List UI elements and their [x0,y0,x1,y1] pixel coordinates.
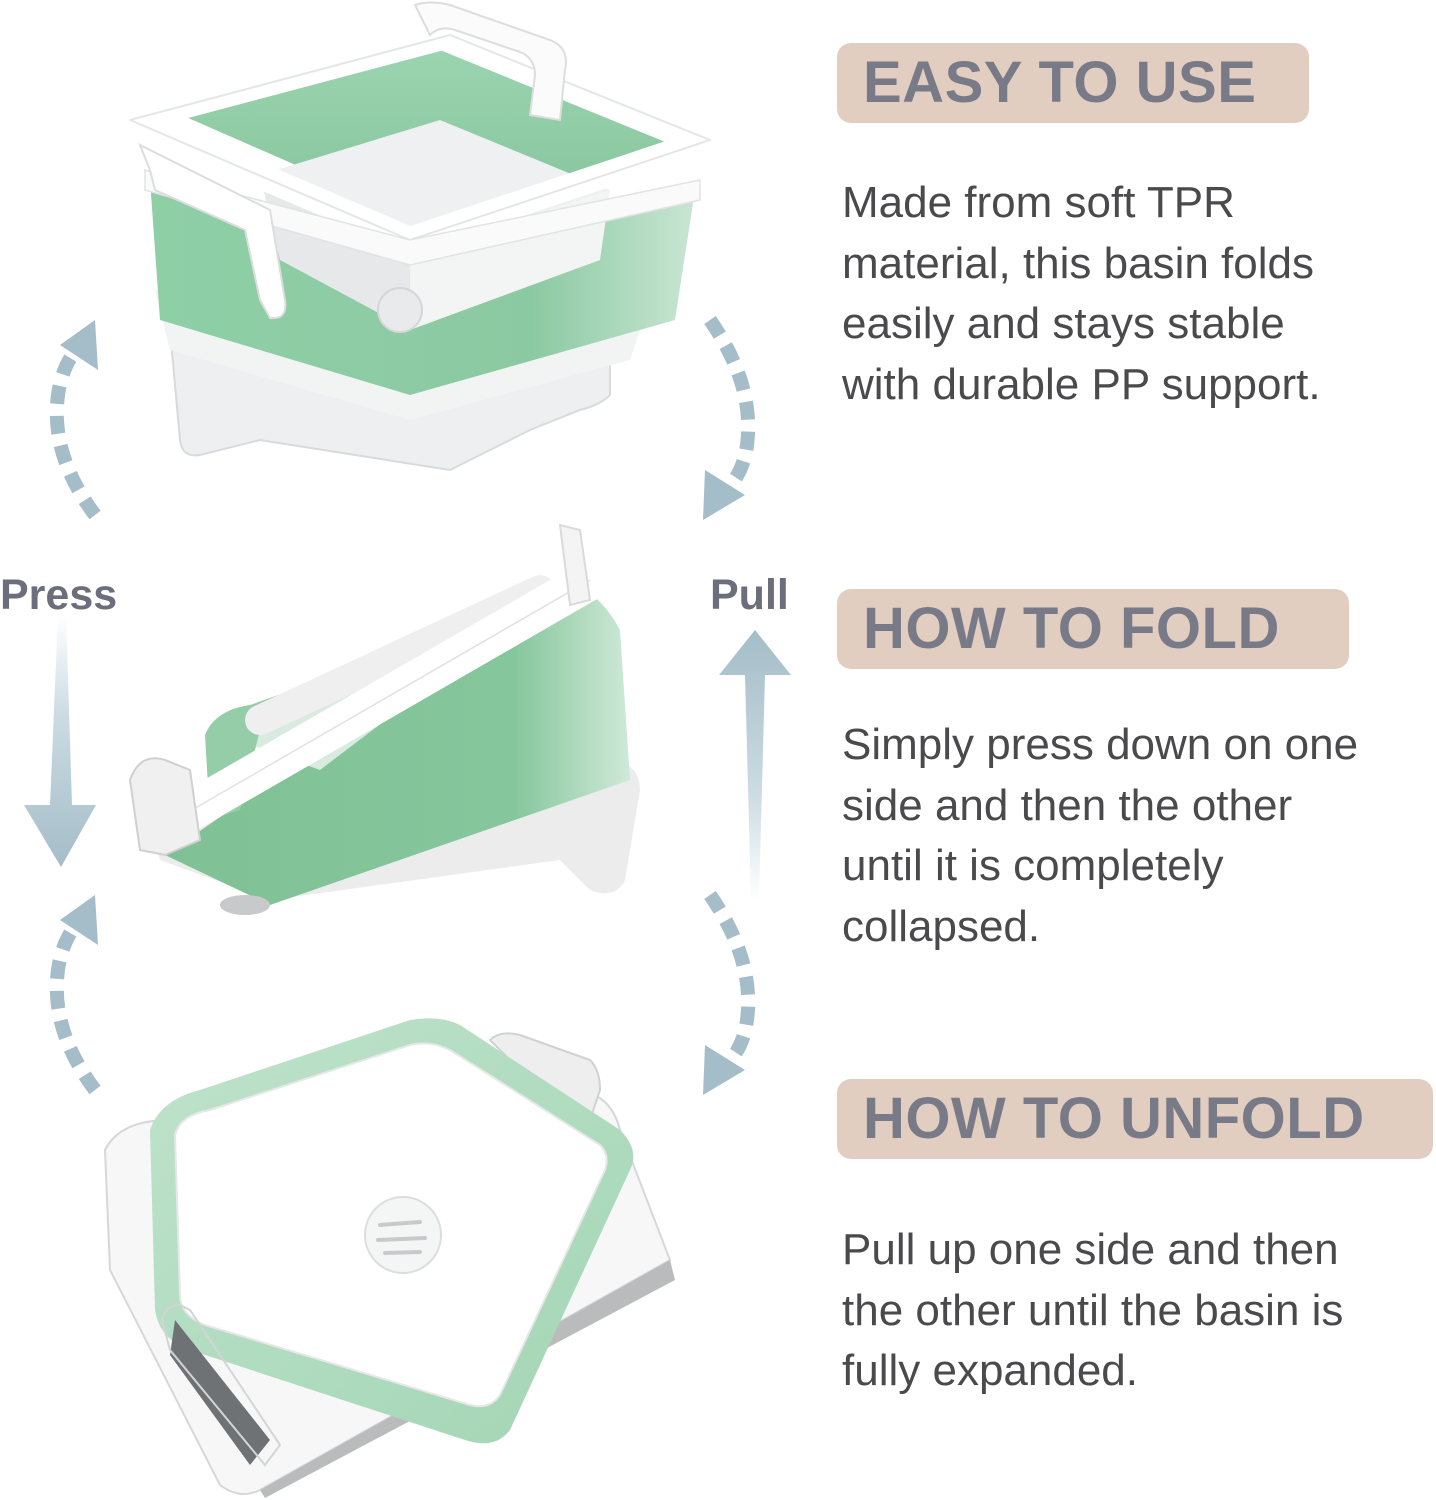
description-line: the other until the basin is [842,1285,1344,1335]
description-line: with durable PP support. [842,359,1321,409]
description-line: easily and stays stable [842,299,1285,348]
how-to-fold-description: Simply press down on one side and then t… [842,715,1358,957]
expanded-basin-image [110,0,730,480]
pull-arrow-up-icon [715,625,795,900]
dashed-curved-arrow-up-icon-2 [40,890,110,1100]
how-to-fold-heading: HOW TO FOLD [837,589,1349,669]
easy-to-use-description: Made from soft TPR material, this basin … [842,173,1321,415]
description-line: material, this basin folds [842,238,1314,288]
how-to-unfold-heading: HOW TO UNFOLD [837,1079,1433,1159]
collapsed-basin-image [80,1010,680,1500]
description-line: Pull up one side and then [842,1225,1339,1274]
description-line: collapsed. [842,901,1041,951]
description-line: until it is completely [842,841,1224,890]
description-line: side and then the other [842,780,1293,830]
description-line: fully expanded. [842,1346,1138,1395]
dashed-curved-arrow-up-icon [40,315,110,525]
half-folded-basin-image [120,520,680,920]
dashed-curved-arrow-down-icon-2 [695,890,765,1100]
press-label: Press [0,571,118,619]
description-line: Made from soft TPR [842,178,1235,227]
press-arrow-down-icon [20,615,100,870]
pull-label: Pull [710,571,789,619]
how-to-unfold-description: Pull up one side and then the other unti… [842,1220,1343,1402]
description-line: Simply press down on one [842,720,1359,769]
easy-to-use-heading: EASY TO USE [837,43,1309,123]
dashed-curved-arrow-down-icon [695,315,765,525]
